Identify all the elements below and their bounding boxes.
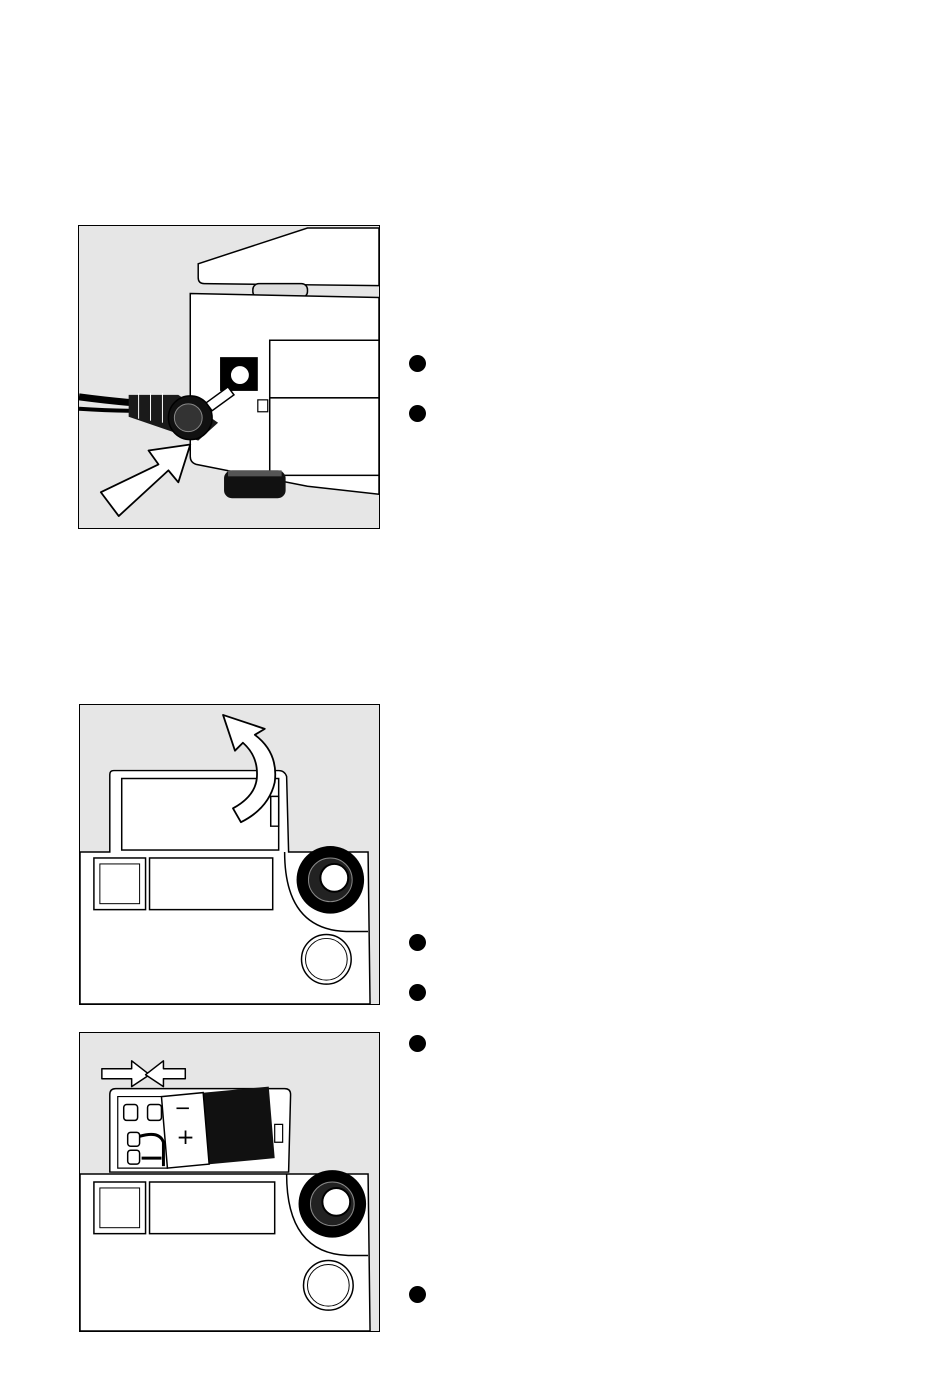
bullet bbox=[409, 1035, 426, 1052]
power-adapter-illustration bbox=[79, 226, 379, 528]
figure-battery-insert: − + bbox=[79, 1032, 380, 1332]
bullet bbox=[409, 355, 426, 372]
battery-plus-label: + bbox=[176, 1125, 194, 1150]
battery-insert-illustration: − + bbox=[80, 1033, 379, 1331]
figure-power-adapter bbox=[78, 225, 380, 529]
squeeze-arrows-icon bbox=[102, 1061, 185, 1087]
bullet bbox=[409, 984, 426, 1001]
battery-cover-illustration bbox=[80, 705, 379, 1004]
battery-9v-icon: − + bbox=[161, 1087, 282, 1168]
battery-minus-label: − bbox=[174, 1096, 191, 1119]
figure-battery-cover bbox=[79, 704, 380, 1005]
bullet bbox=[409, 405, 426, 422]
bullet bbox=[409, 934, 426, 951]
bullet bbox=[409, 1286, 426, 1303]
insert-arrow-icon bbox=[101, 445, 190, 517]
